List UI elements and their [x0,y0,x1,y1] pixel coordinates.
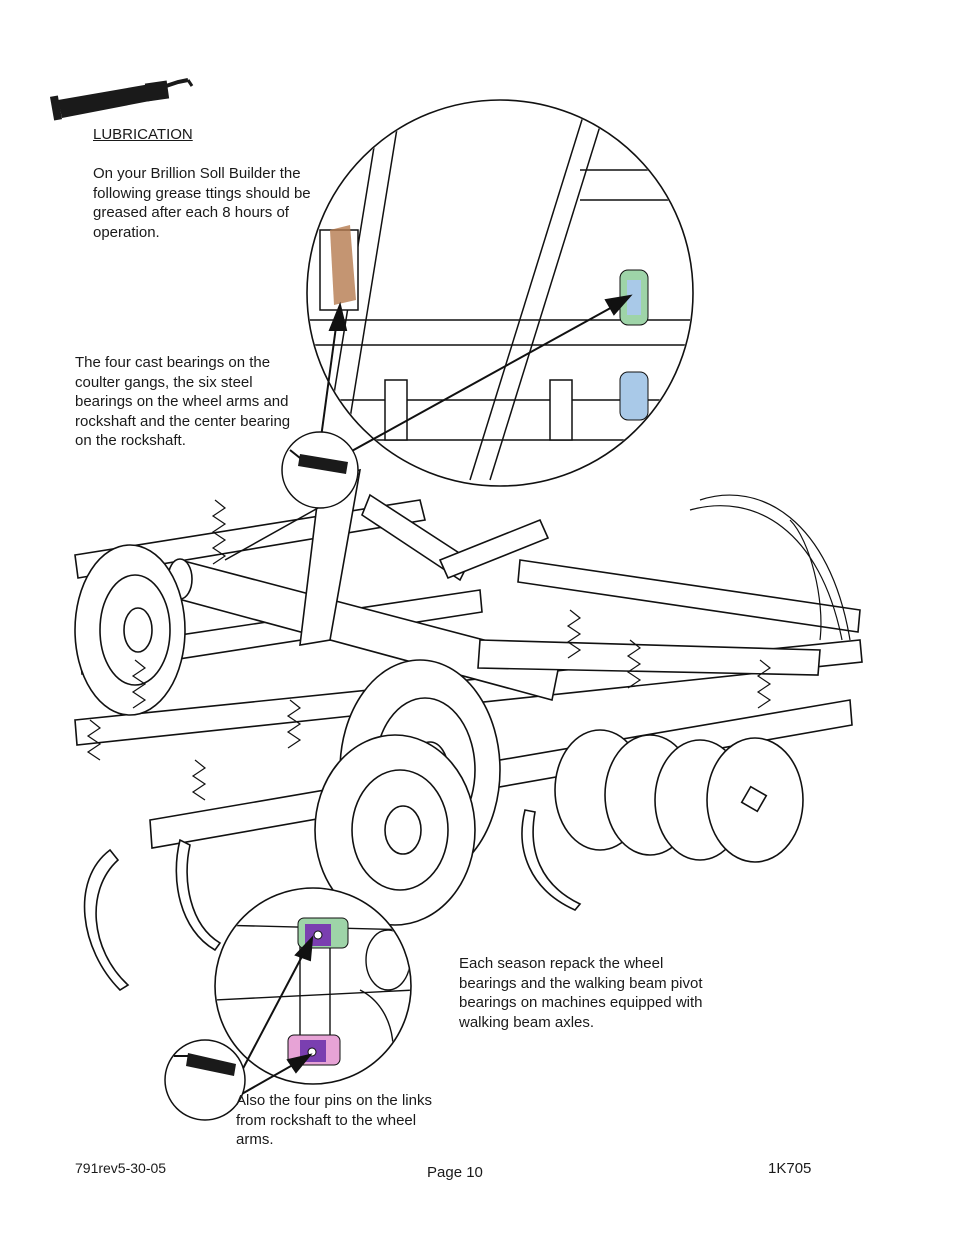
bearing-brown [330,225,356,305]
pins-paragraph: Also the four pins on the links from roc… [236,1092,432,1149]
bearings-paragraph: The four cast bearings on the coulter ga… [75,354,291,450]
doc-revision: 791rev5-30-05 [75,1160,167,1176]
season-paragraph: Each season repack the wheel bearings an… [459,955,703,1031]
intro-paragraph: On your Brillion Soll Builder the follow… [93,165,311,241]
grease-gun-callout-upper [224,431,359,561]
grease-gun-icon [49,78,194,121]
part-number: 1K705 [768,1160,812,1177]
bearing-detail-circle [306,99,694,487]
link-pins-detail-circle [214,887,412,1096]
section-heading: LUBRICATION [93,126,193,143]
grease-gun-callout-lower [164,1039,246,1121]
main-machine-drawing [74,468,863,992]
page-number: Page 10 [427,1164,483,1181]
